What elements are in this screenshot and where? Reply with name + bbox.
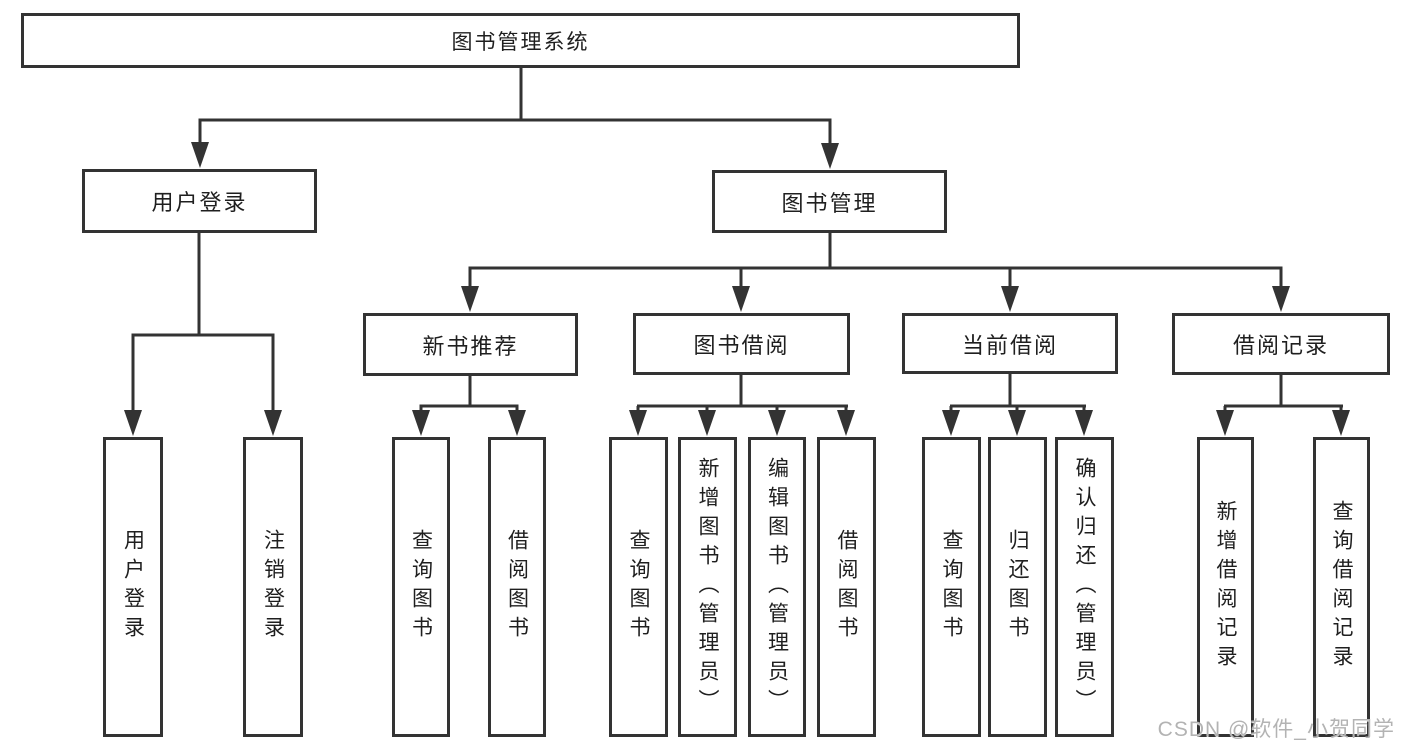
leaf-logout-label: 注销登录 [261,529,285,645]
node-user-login-label: 用户登录 [151,190,248,215]
node-root: 图书管理系统 [21,13,1020,68]
leaf-add-borrow-record-label: 新增借阅记录 [1214,500,1237,674]
node-borrow-records: 借阅记录 [1172,313,1390,375]
leaf-current-query-books-label: 查询图书 [940,529,963,645]
leaf-logout: 注销登录 [243,437,303,737]
node-new-book-recommend: 新书推荐 [363,313,578,376]
node-user-login: 用户登录 [82,169,317,233]
leaf-return-books-label: 归还图书 [1006,529,1029,645]
leaf-confirm-return-admin-label: 确认归还（管理员） [1073,456,1096,718]
leaf-edit-books-admin: 编辑图书（管理员） [748,437,806,737]
leaf-recommend-borrow-books: 借阅图书 [488,437,546,737]
leaf-recommend-query-books: 查询图书 [392,437,450,737]
node-book-management: 图书管理 [712,170,947,233]
node-book-borrow: 图书借阅 [633,313,850,375]
node-book-management-label: 图书管理 [781,190,878,216]
leaf-return-books: 归还图书 [988,437,1047,737]
leaf-recommend-query-books-label: 查询图书 [409,529,433,645]
leaf-edit-books-admin-label: 编辑图书（管理员） [765,456,789,718]
leaf-borrow-query-books: 查询图书 [609,437,668,737]
leaf-query-borrow-record-label: 查询借阅记录 [1330,500,1353,674]
leaf-recommend-borrow-books-label: 借阅图书 [505,529,529,645]
leaf-add-borrow-record: 新增借阅记录 [1197,437,1254,737]
node-root-label: 图书管理系统 [451,30,590,54]
node-current-borrow-label: 当前借阅 [961,332,1058,358]
leaf-current-query-books: 查询图书 [922,437,981,737]
node-current-borrow: 当前借阅 [902,313,1118,374]
leaf-query-borrow-record: 查询借阅记录 [1313,437,1370,737]
leaf-borrow-query-books-label: 查询图书 [627,529,650,645]
leaf-confirm-return-admin: 确认归还（管理员） [1055,437,1114,737]
leaf-borrow-books-label: 借阅图书 [835,529,858,645]
leaf-user-login: 用户登录 [103,437,163,737]
node-new-book-recommend-label: 新书推荐 [422,333,519,359]
leaf-user-login-label: 用户登录 [121,529,145,645]
node-borrow-records-label: 借阅记录 [1232,333,1329,358]
csdn-watermark: CSDN @软件_小贺同学 [1157,718,1395,741]
node-book-borrow-label: 图书借阅 [693,333,790,358]
leaf-add-books-admin-label: 新增图书（管理员） [696,456,719,718]
leaf-borrow-books: 借阅图书 [817,437,876,737]
leaf-add-books-admin: 新增图书（管理员） [678,437,737,737]
arrowheads [124,142,1350,436]
